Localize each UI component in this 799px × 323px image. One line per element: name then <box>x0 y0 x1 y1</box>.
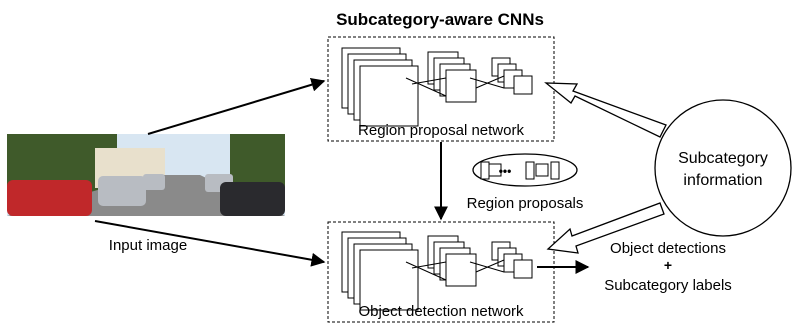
cnn-layer-small <box>513 75 533 95</box>
subcategory-information-line2: information <box>683 172 762 189</box>
cnn-connector <box>405 261 447 281</box>
proposal-box <box>480 161 490 180</box>
car-dark <box>220 182 285 216</box>
cnn-layer-large <box>359 249 419 311</box>
cnn-layer-small <box>513 259 533 279</box>
object-detection-network-label: Object detection network <box>358 303 524 320</box>
cnn-connector <box>411 261 447 269</box>
hollow-arrow-to-rpn <box>544 82 667 138</box>
cnn-layer-medium <box>445 253 477 287</box>
proposal-box <box>525 161 535 180</box>
cnn-connector <box>405 77 447 97</box>
output-object-detections: Object detections <box>610 240 726 257</box>
proposal-box <box>535 163 549 177</box>
odn-layer-stack <box>341 231 533 311</box>
arrow-image-to-odn <box>94 220 326 267</box>
car-silver <box>98 176 146 206</box>
subcategory-information-line1: Subcategory <box>678 150 768 167</box>
input-image <box>7 134 285 216</box>
region-proposals-ellipse <box>472 153 578 187</box>
proposal-box <box>488 163 502 177</box>
output-subcategory-labels: Subcategory labels <box>604 277 732 294</box>
region-proposal-network-label: Region proposal network <box>358 122 524 139</box>
proposal-box <box>550 161 560 180</box>
rpn-layer-stack <box>341 47 533 127</box>
tree-right <box>230 134 285 189</box>
car-red <box>7 180 92 216</box>
diagram-title: Subcategory-aware CNNs <box>336 10 544 29</box>
output-plus: + <box>664 257 672 273</box>
cnn-connector <box>411 77 447 85</box>
cnn-layer-medium <box>445 69 477 103</box>
hollow-arrow-to-odn <box>546 202 665 254</box>
cnn-connector <box>475 75 505 89</box>
car-small-white <box>143 174 165 190</box>
arrow-image-to-rpn <box>147 77 326 135</box>
region-proposals-label: Region proposals <box>467 195 584 212</box>
cnn-connector <box>475 259 505 273</box>
cnn-layer-large <box>359 65 419 127</box>
proposal-boxes <box>480 161 560 180</box>
subcategory-information-circle <box>654 99 792 237</box>
input-image-label: Input image <box>109 237 187 254</box>
proposal-ellipsis: ••• <box>499 164 512 178</box>
object-detection-network-box <box>327 221 555 323</box>
